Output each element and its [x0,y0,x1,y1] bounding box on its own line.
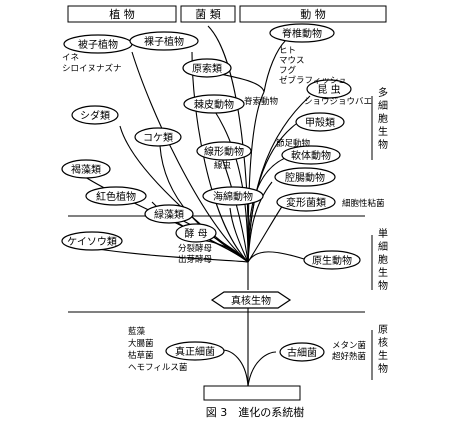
svg-text:大腸菌: 大腸菌 [128,338,154,349]
svg-text:マウス: マウス [279,56,305,66]
node-fern: シダ類 [71,105,119,125]
nematode-example-label: 線虫 [214,160,232,171]
node-diatom: ケイソウ類 [61,231,123,251]
svg-text:原索類: 原索類 [192,62,222,75]
chordates-label: 脊索動物 [244,96,279,107]
svg-text:シロイヌナズナ: シロイヌナズナ [62,63,122,74]
node-green-algae: 緑藻類 [144,204,194,224]
node-crustacea: 甲殻類 [295,112,345,132]
node-eukaryote: 真核生物 [210,291,292,309]
side-label-unicellular: 単細胞生物 [378,227,388,292]
bacteria-examples: 藍藻 大腸菌 枯草菌 ヘモフィルス菌 [128,326,187,373]
svg-text:緑藻類: 緑藻類 [154,208,184,221]
node-red-algae: 紅色植物 [85,186,147,206]
svg-text:原生動物: 原生動物 [312,254,352,267]
side-label-multicellular: 多細胞生物 [378,86,388,151]
svg-text:軟体動物: 軟体動物 [291,149,331,162]
node-echinoderm: 棘皮動物 [183,94,245,114]
node-protochordata: 原索類 [182,58,232,78]
header-fungi: 菌 類 [180,5,236,23]
node-sponge: 海綿動物 [202,186,264,206]
svg-text:甲殻類: 甲殻類 [305,116,335,129]
node-moss: コケ類 [134,127,182,147]
archaea-examples: メタン菌 超好熱菌 [332,340,366,362]
node-mollusk: 軟体動物 [281,145,341,165]
svg-text:被子植物: 被子植物 [78,38,118,51]
svg-text:線形動物: 線形動物 [204,145,244,158]
svg-text:枯草菌: 枯草菌 [128,350,154,361]
svg-text:ヘモフィルス菌: ヘモフィルス菌 [128,362,187,373]
node-gymnosperm: 裸子植物 [129,31,199,51]
svg-text:変形菌類: 変形菌類 [286,196,326,209]
svg-text:菌 類: 菌 類 [195,8,221,21]
tree-branches [81,25,311,387]
svg-text:メタン菌: メタン菌 [332,340,366,351]
svg-text:酵 母: 酵 母 [184,228,207,240]
svg-text:出芽酵母: 出芽酵母 [178,254,212,265]
svg-text:褐藻類: 褐藻類 [71,163,101,176]
node-nematode: 線形動物 [196,141,252,161]
node-insect: 昆 虫 [306,79,352,99]
svg-text:昆 虫: 昆 虫 [317,84,340,96]
svg-text:裸子植物: 裸子植物 [144,35,184,48]
svg-text:藍藻: 藍藻 [128,326,146,337]
node-amoeba: 変形菌類 [276,192,336,212]
node-eubacteria: 真正細菌 [165,341,225,361]
chordata-examples: ヒト マウス フグ ゼブラフィッシュ [279,46,347,86]
node-angiosperm: 被子植物 [63,34,133,54]
header-animals: 動 物 [239,5,387,23]
root-box [203,385,301,401]
svg-text:脊椎動物: 脊椎動物 [282,27,322,40]
node-protozoa: 原生動物 [303,250,361,270]
svg-text:ゼブラフィッシュ: ゼブラフィッシュ [279,75,347,86]
node-chordata: 脊椎動物 [269,23,335,43]
svg-text:動 物: 動 物 [300,7,326,21]
figure-caption: 図 3 進化の系統樹 [206,405,305,419]
node-yeast: 酵 母 [175,223,217,243]
arthropod-label: 節足動物 [276,138,311,149]
svg-text:シダ類: シダ類 [80,109,110,122]
node-brown-algae: 褐藻類 [61,159,111,179]
svg-text:古細菌: 古細菌 [287,346,317,359]
svg-text:コケ類: コケ類 [143,132,173,144]
header-plants: 植 物 [67,5,177,23]
drosophila-label: ショウジョウバエ [304,97,372,107]
svg-text:フグ: フグ [279,65,297,76]
svg-text:ヒト: ヒト [279,46,296,56]
angiosperm-examples: イネ シロイヌナズナ [62,53,122,74]
svg-text:超好熱菌: 超好熱菌 [332,351,366,362]
node-archaea: 古細菌 [279,342,325,362]
svg-text:紅色植物: 紅色植物 [96,190,136,203]
side-label-prokaryote: 原核生物 [378,324,388,375]
svg-text:海綿動物: 海綿動物 [213,190,253,203]
svg-text:腔腸動物: 腔腸動物 [285,171,325,184]
svg-text:真核生物: 真核生物 [231,294,271,307]
node-cnidaria: 腔腸動物 [274,167,336,187]
svg-text:棘皮動物: 棘皮動物 [194,98,234,111]
svg-text:分裂酵母: 分裂酵母 [178,243,212,254]
svg-text:ケイソウ類: ケイソウ類 [67,236,117,248]
svg-text:植 物: 植 物 [109,7,135,21]
slime-mold-label: 細胞性粘菌 [342,198,385,209]
svg-text:イネ: イネ [62,53,79,63]
yeast-examples: 分裂酵母 出芽酵母 [178,243,212,265]
svg-text:真正細菌: 真正細菌 [175,345,215,358]
